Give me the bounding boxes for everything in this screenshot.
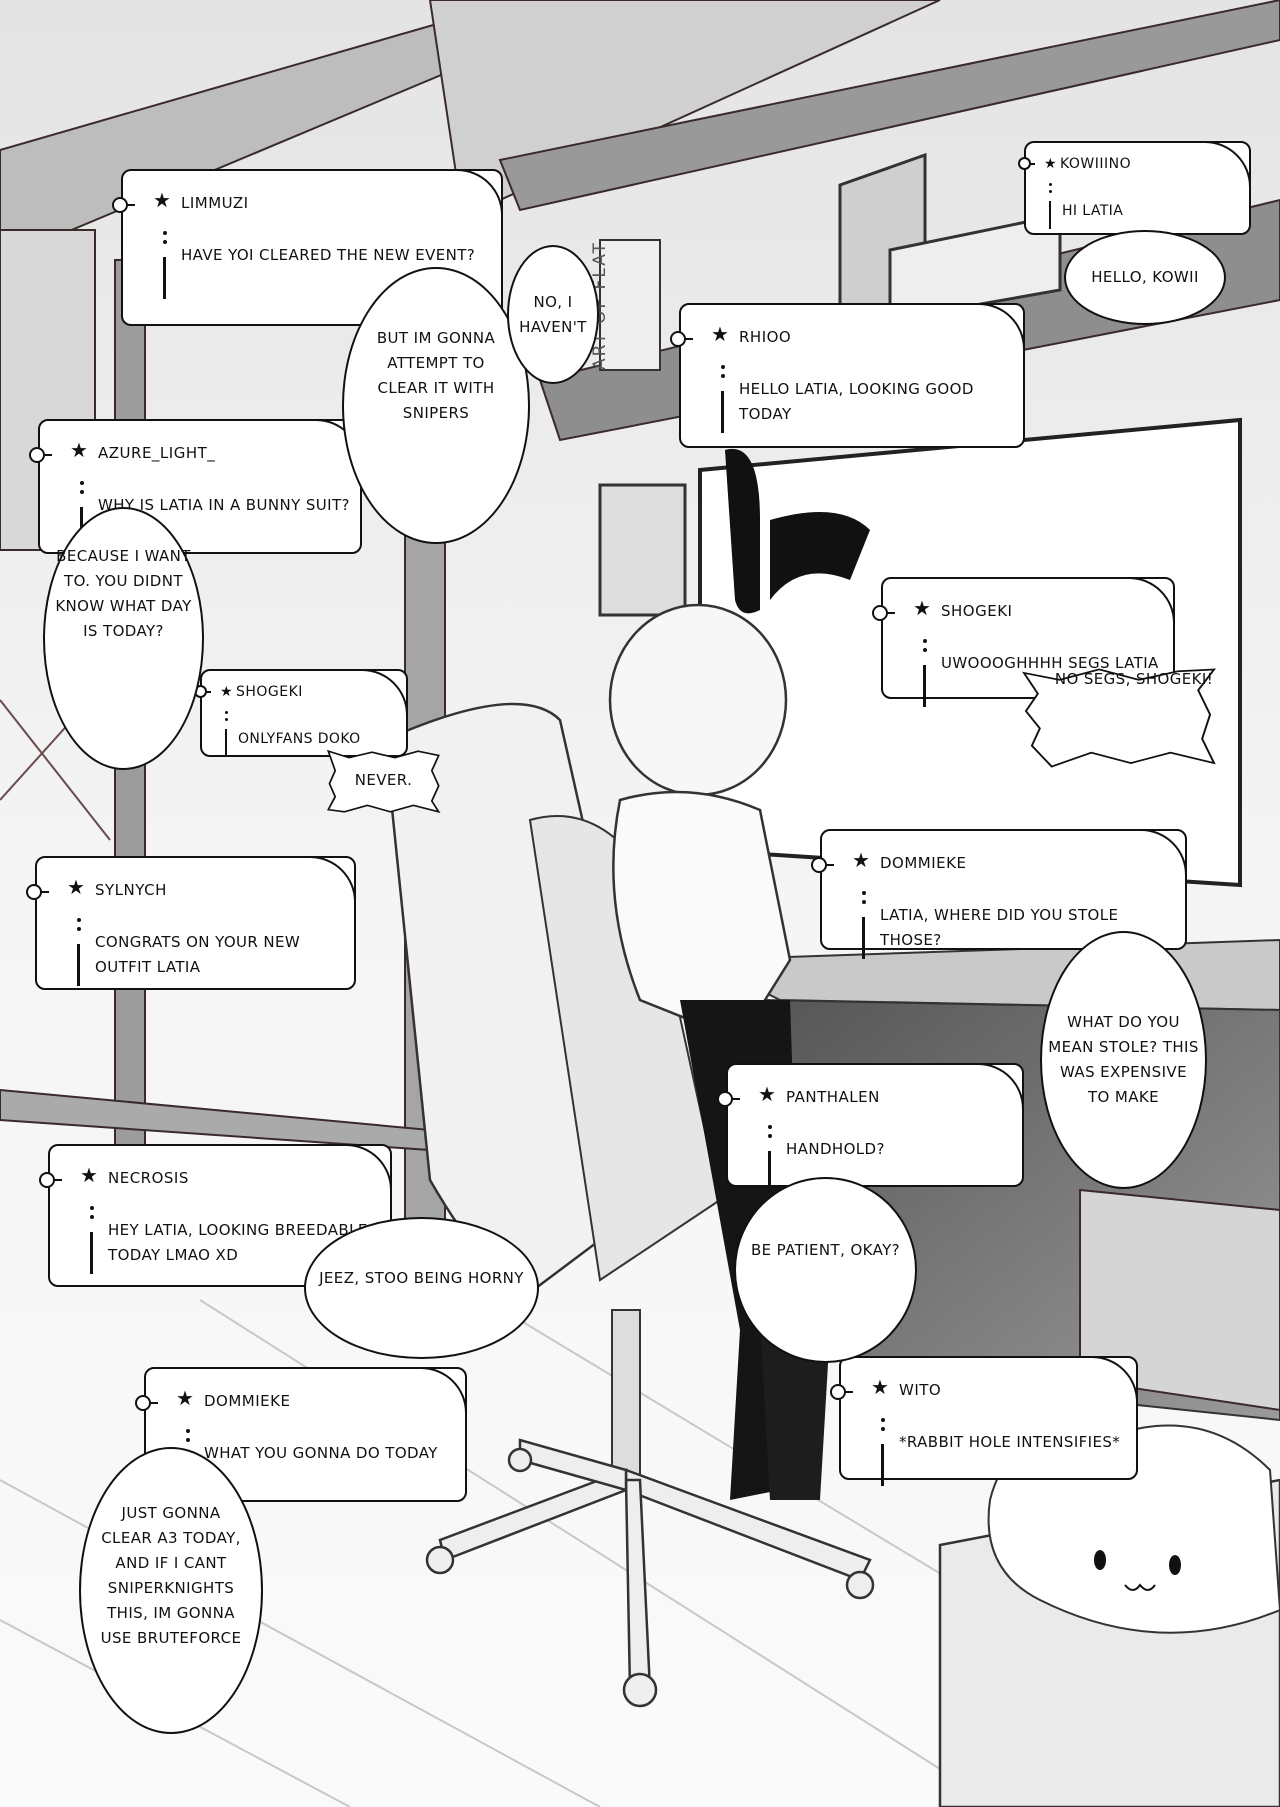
shout-bubble: Never. (326, 749, 441, 814)
speech-bubble: Hello, Kowii (1064, 230, 1226, 325)
divider (77, 944, 80, 986)
colon-icon (923, 639, 927, 643)
pin-icon (670, 331, 693, 347)
divider (923, 665, 926, 707)
chat-text: Congrats on your new outfit Latia (95, 933, 301, 976)
divider (163, 257, 166, 299)
chat-message: ★ Kowiiino Hi Latia (1018, 141, 1251, 235)
pin-icon (26, 884, 49, 900)
star-icon: ★ (80, 1163, 98, 1187)
pin-icon (112, 197, 135, 213)
star-icon: ★ (852, 848, 870, 872)
shout-bubble: No segs, Shogeki! (1020, 666, 1218, 770)
chat-message: ★ Limmuzi Have yoi cleared the new event… (112, 169, 503, 326)
chat-username: Shogeki (941, 602, 1013, 620)
star-icon: ★ (153, 188, 171, 212)
pin-icon (717, 1091, 740, 1107)
colon-icon (186, 1429, 190, 1433)
speech-bubble: But im gonna attempt to clear it with sn… (342, 267, 530, 544)
chat-text: What you gonna do today (204, 1444, 438, 1462)
shout-text: Never. (354, 771, 413, 789)
divider (862, 917, 865, 959)
pin-icon (39, 1172, 62, 1188)
chat-message: ★ Wito *Rabbit hole intensifies* (830, 1356, 1138, 1486)
divider (721, 391, 724, 433)
divider (1049, 201, 1051, 229)
star-icon: ★ (1044, 156, 1057, 172)
chat-text: *Rabbit hole intensifies* (899, 1433, 1121, 1451)
speaker (598, 483, 687, 617)
speech-bubble: Be patient, okay? (734, 1177, 917, 1363)
star-icon: ★ (871, 1375, 889, 1399)
shelf-beam (498, 0, 1280, 212)
chat-username: Panthalen (786, 1088, 880, 1106)
chat-username: Shogeki (236, 684, 303, 700)
chat-text: Hi Latia (1062, 203, 1124, 219)
star-icon: ★ (758, 1082, 776, 1106)
chat-message: ★ Rhioo Hello Latia, looking good today (670, 303, 1025, 448)
colon-icon (225, 711, 228, 714)
colon-icon (1049, 183, 1052, 186)
chat-username: Rhioo (739, 328, 792, 346)
colon-icon (77, 918, 81, 922)
chat-username: Dommieke (204, 1392, 291, 1410)
colon-icon (862, 891, 866, 895)
chat-username: Necrosis (108, 1169, 189, 1187)
chat-username: Wito (899, 1381, 942, 1399)
character-hair (608, 603, 788, 797)
divider (881, 1444, 884, 1486)
chat-message: ★ Dommieke Latia, where did you stole th… (811, 829, 1187, 959)
chat-text: Latia, where did you stole those? (880, 906, 1119, 949)
divider (768, 1151, 771, 1193)
star-icon: ★ (913, 596, 931, 620)
shout-text: No segs, Shogeki! (1054, 670, 1214, 688)
star-icon: ★ (67, 875, 85, 899)
pin-icon (830, 1384, 853, 1400)
speech-bubble: No, I haven't (507, 245, 599, 384)
chat-username: Limmuzi (181, 194, 249, 212)
colon-icon (90, 1206, 94, 1210)
colon-icon (721, 365, 725, 369)
star-icon: ★ (220, 684, 233, 700)
bunny-ear-icon (770, 512, 870, 600)
colon-icon (768, 1125, 772, 1129)
pin-icon (135, 1395, 158, 1411)
chat-username: Kowiiino (1060, 156, 1132, 172)
chat-message: ★ Shogeki Onlyfans doko (194, 669, 408, 757)
bunny-ear-icon (725, 448, 760, 614)
chat-text: Uwoooghhhh segs Latia (941, 654, 1159, 672)
chat-username: Dommieke (880, 854, 967, 872)
divider (225, 729, 227, 757)
divider (90, 1232, 93, 1274)
star-icon: ★ (711, 322, 729, 346)
speech-bubble: Just gonna clear A3 today, and if I cant… (79, 1447, 263, 1734)
chat-text: Hello Latia, looking good today (739, 380, 974, 423)
pin-icon (872, 605, 895, 621)
chat-message: ★ Panthalen Handhold? (717, 1063, 1024, 1193)
colon-icon (881, 1418, 885, 1422)
pin-icon (811, 857, 834, 873)
speech-bubble: What do you mean stole? This was expensi… (1040, 931, 1207, 1189)
star-icon: ★ (176, 1386, 194, 1410)
chat-message: ★ Sylnych Congrats on your new outfit La… (26, 856, 356, 990)
speech-bubble: Jeez, stoo being horny (304, 1217, 539, 1359)
colon-icon (163, 231, 167, 235)
chat-username: Azure_light_ (98, 444, 216, 462)
chat-text: Handhold? (786, 1140, 885, 1158)
speech-bubble: Because I want to. You didnt know what d… (43, 507, 204, 770)
chat-text: Onlyfans doko (238, 731, 361, 747)
star-icon: ★ (70, 438, 88, 462)
chat-username: Sylnych (95, 881, 167, 899)
pin-icon (29, 447, 52, 463)
chat-message: ★ Necrosis Hey Latia, looking breedable … (39, 1144, 392, 1287)
chat-text: Have yoi cleared the new event? (181, 246, 476, 264)
pin-icon (1018, 157, 1035, 170)
colon-icon (80, 481, 84, 485)
